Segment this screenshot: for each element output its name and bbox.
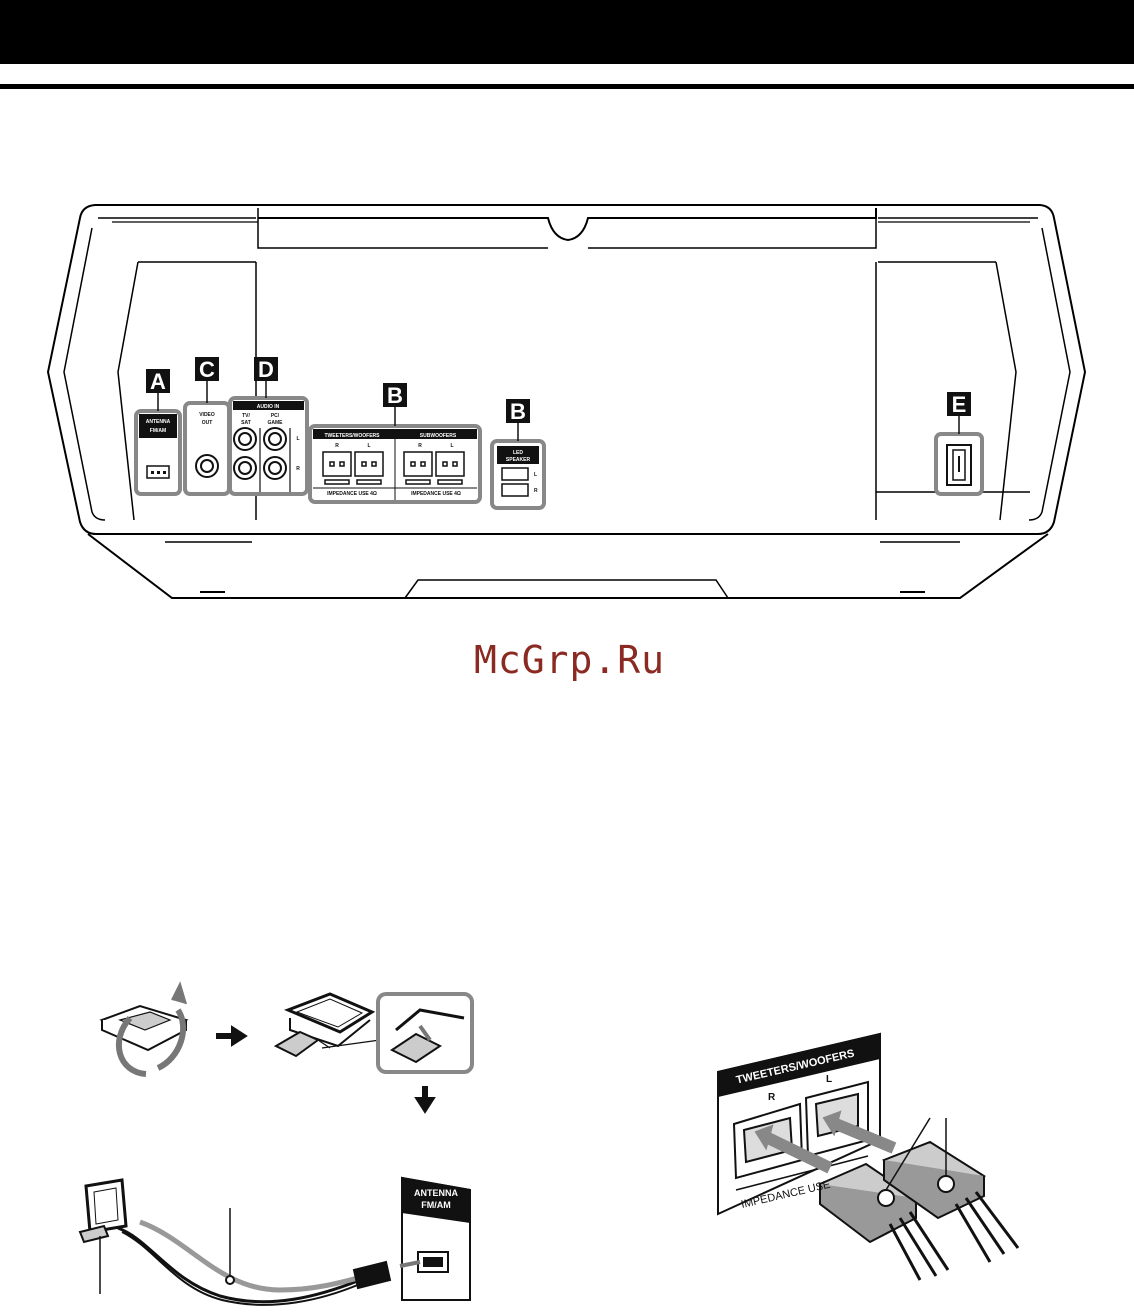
label-c: C bbox=[199, 357, 215, 382]
audio-in-title: AUDIO IN bbox=[257, 404, 280, 410]
subwoofers-label: SUBWOOFERS bbox=[420, 433, 457, 439]
antenna-title-label: ANTENNA bbox=[146, 419, 171, 425]
label-d: D bbox=[258, 357, 274, 382]
led-l: L bbox=[534, 472, 537, 478]
audio-in-col1a: TV/ bbox=[242, 413, 250, 419]
antenna-diagram-sub: FM/AM bbox=[421, 1200, 451, 1210]
speaker-diagram-l: L bbox=[826, 1074, 832, 1085]
audio-in-r: R bbox=[296, 466, 300, 472]
watermark: McGrp.Ru bbox=[474, 638, 665, 682]
sw-r-label: R bbox=[418, 443, 422, 449]
antenna-sub-label: FM/AM bbox=[150, 428, 166, 434]
tw-l-label: L bbox=[367, 443, 370, 449]
video-out-line2: OUT bbox=[202, 420, 213, 426]
led-line2: SPEAKER bbox=[506, 457, 531, 463]
power-inlet[interactable] bbox=[936, 434, 982, 494]
video-out-line1: VIDEO bbox=[199, 412, 215, 418]
tw-r-label: R bbox=[335, 443, 339, 449]
label-e: E bbox=[952, 392, 967, 417]
led-r: R bbox=[534, 488, 538, 494]
speaker-terminals[interactable]: TWEETERS/WOOFERS SUBWOOFERS R L R L IMPE… bbox=[310, 426, 480, 502]
speaker-diagram-r: R bbox=[768, 1092, 776, 1103]
impedance-label-2: IMPEDANCE USE 4Ω bbox=[411, 491, 461, 497]
audio-in-col1b: SAT bbox=[241, 420, 251, 426]
audio-in-col2a: PC/ bbox=[271, 413, 280, 419]
audio-in-col2b: GAME bbox=[268, 420, 284, 426]
label-a: A bbox=[150, 369, 166, 394]
label-b2: B bbox=[510, 399, 526, 424]
impedance-label-1: IMPEDANCE USE 4Ω bbox=[327, 491, 377, 497]
led-speaker-jack[interactable]: LED SPEAKER L R bbox=[492, 441, 544, 508]
audio-in-l: L bbox=[296, 436, 299, 442]
video-out-jack[interactable]: VIDEO OUT bbox=[185, 403, 229, 494]
sw-l-label: L bbox=[450, 443, 453, 449]
tweeters-label: TWEETERS/WOOFERS bbox=[325, 433, 381, 439]
antenna-assembly-diagram bbox=[80, 984, 472, 1305]
antenna-jack-panel[interactable]: ANTENNA FM/AM bbox=[136, 411, 180, 494]
antenna-diagram-title: ANTENNA bbox=[414, 1188, 458, 1198]
label-b1: B bbox=[387, 383, 403, 408]
audio-in-jacks[interactable]: AUDIO IN TV/ SAT PC/ GAME L R bbox=[230, 398, 307, 494]
led-line1: LED bbox=[513, 450, 523, 456]
